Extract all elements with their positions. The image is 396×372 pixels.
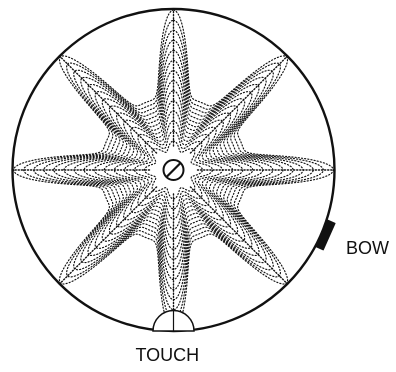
bow-label: BOW	[346, 238, 389, 258]
slotted-screw-icon	[164, 160, 184, 180]
touch-label: TOUCH	[136, 345, 200, 365]
